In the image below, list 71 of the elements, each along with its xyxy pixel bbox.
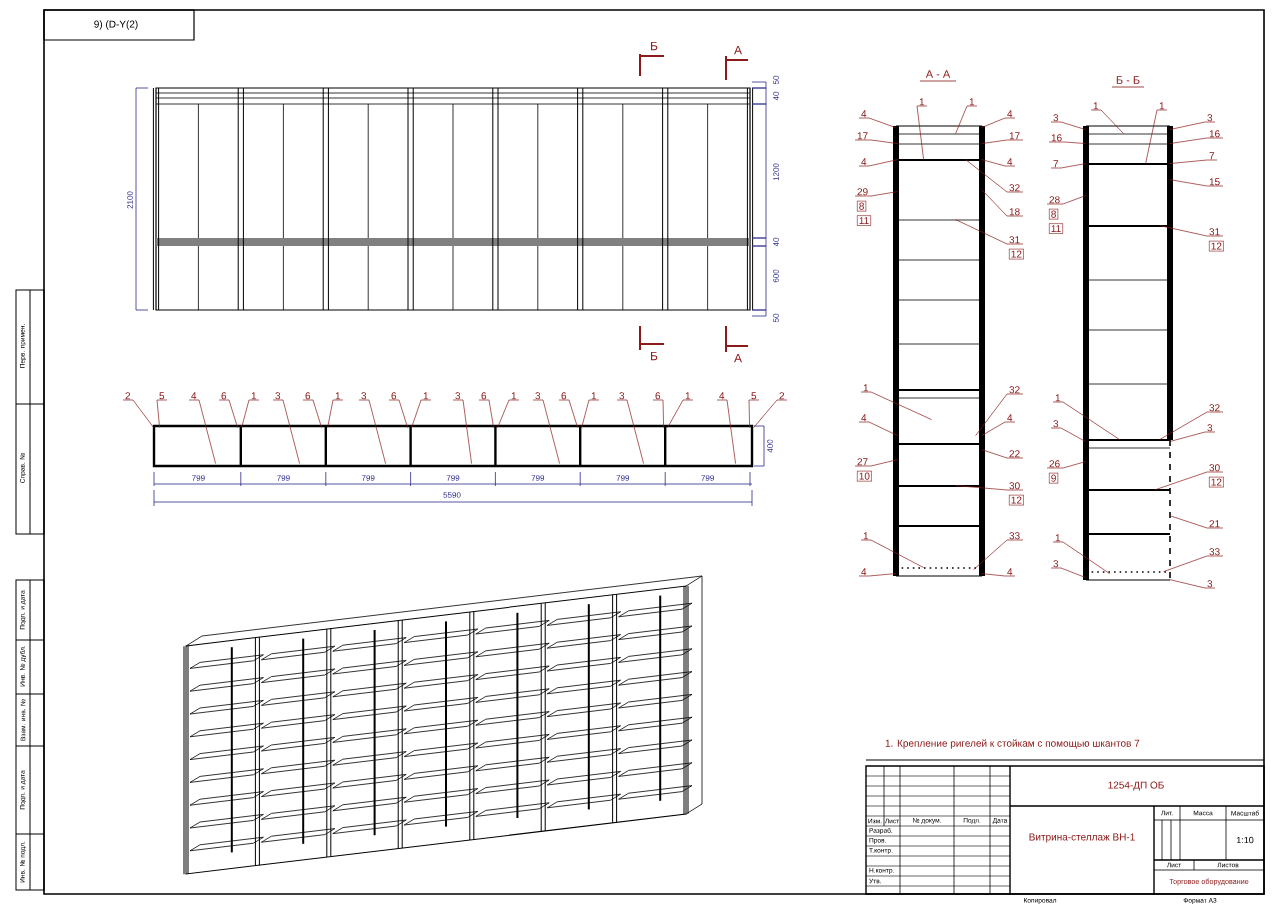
leader-line: [1050, 567, 1086, 578]
leader-line: [973, 539, 1024, 570]
leader-line: [1159, 411, 1224, 440]
leader-line: [981, 159, 1016, 167]
leader-line: [497, 399, 520, 428]
leader-line: [858, 421, 898, 436]
leader-line: [188, 399, 216, 464]
leader-line: [858, 117, 896, 128]
leader-line: [854, 191, 898, 197]
leader-line: [652, 399, 664, 428]
leader-line: [1169, 137, 1224, 144]
leader-line: [156, 399, 168, 428]
leader-line: [1050, 163, 1086, 169]
leader-line: [981, 449, 1024, 459]
leader-line: [272, 399, 300, 464]
leader-line: [1163, 555, 1224, 572]
leader-line: [616, 399, 644, 464]
leader-line: [532, 399, 560, 464]
leader-line: [1046, 461, 1086, 469]
leader-line: [1169, 579, 1216, 589]
leader-line: [858, 159, 898, 167]
leader-line: [1169, 179, 1224, 187]
plan-view-drawing: [152, 424, 754, 468]
leader-line: [860, 539, 924, 568]
leader-line: [716, 399, 736, 464]
leader-line: [916, 105, 928, 160]
leader-line: [478, 399, 494, 428]
leader-line: [955, 485, 1024, 491]
leader-line: [1046, 195, 1086, 205]
leader-line: [1169, 121, 1216, 130]
leader-line: [965, 159, 1024, 193]
leader-line: [358, 399, 386, 464]
leader-line: [975, 393, 1024, 436]
leader-line: [860, 391, 932, 420]
leader-line: [558, 399, 578, 428]
leader-line: [1052, 401, 1120, 440]
leader-line: [981, 189, 1024, 217]
leader-line: [327, 399, 344, 428]
leader-line: [411, 399, 432, 428]
leader-line: [581, 399, 600, 428]
leader-line: [1169, 431, 1216, 442]
leader-line: [748, 399, 760, 428]
leader-line: [1145, 109, 1168, 164]
leader-line: [1090, 109, 1124, 134]
leader-line: [1155, 471, 1224, 490]
leader-line: [1050, 121, 1086, 130]
leader-line: [854, 139, 898, 144]
leader-line: [981, 421, 1016, 436]
leader-line: [122, 399, 154, 428]
leader-line: [452, 399, 472, 464]
leader-line: [981, 573, 1016, 577]
leader-line: [955, 219, 1024, 245]
leader-line: [753, 399, 788, 428]
leader-line: [955, 105, 978, 134]
leader-line: [218, 399, 238, 428]
leader-line: [302, 399, 322, 428]
section-drawing: [1083, 125, 1173, 581]
leader-line: [858, 573, 896, 577]
leader-line: [1050, 427, 1086, 442]
leader-line: [1169, 159, 1218, 164]
leader-line: [1169, 515, 1224, 529]
leader-line: [981, 117, 1016, 128]
leader-line: [1052, 541, 1110, 574]
leader-line: [1159, 225, 1224, 237]
section-drawing: [893, 125, 985, 577]
leader-line: [241, 399, 260, 428]
leader-line: [667, 399, 694, 428]
leader-line: [981, 139, 1024, 144]
leader-line: [854, 459, 898, 467]
leader-line: [1048, 141, 1086, 144]
leader-line: [388, 399, 408, 428]
